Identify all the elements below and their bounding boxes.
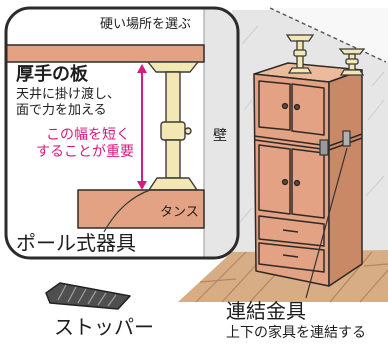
connector-desc: 上下の家具を連結する: [226, 324, 366, 341]
drawer-handle: [282, 229, 299, 233]
wardrobe-side: [328, 69, 363, 287]
drawer-top: [258, 215, 325, 247]
hatch-line: [241, 25, 259, 45]
hatch-line: [243, 99, 253, 111]
ridge-line: [87, 290, 97, 305]
gap-arrow-head-bottom: [137, 181, 147, 190]
pole-top-plate: [338, 48, 366, 55]
pole-lower-shaft: [165, 139, 181, 179]
unit-divider: [253, 133, 363, 147]
board-desc-line-1: 天井に掛け渡し、: [16, 86, 120, 102]
connector-front: [319, 139, 329, 156]
room-scene: [178, 7, 388, 303]
pole-base: [287, 67, 313, 74]
wall-hatching: [239, 25, 385, 223]
wardrobe-label: タンス: [160, 205, 199, 220]
inset-wall: [204, 8, 238, 258]
pole-joint: [293, 49, 307, 57]
door-knob: [281, 102, 289, 110]
hatch-line: [367, 99, 385, 121]
gap-arrow-head-top: [137, 64, 147, 73]
pole-foot: [148, 177, 198, 191]
door-knob: [281, 178, 289, 186]
pole-adjust-knob: [184, 127, 192, 135]
ridge-line: [67, 286, 77, 303]
stopper-ridges: [57, 284, 117, 307]
thick-board: [6, 44, 205, 63]
lower-door-right: [291, 148, 325, 219]
connector-leader-line: [305, 147, 348, 299]
unit-divider: [254, 137, 363, 151]
wall-label: 壁: [213, 128, 227, 144]
ridge-line: [77, 288, 87, 304]
stopper-label: ストッパー: [54, 315, 154, 339]
door-knob: [293, 103, 301, 111]
connector-fittings: [319, 130, 351, 156]
door-knob: [293, 179, 301, 187]
inset-frame: [4, 6, 240, 260]
plank-line: [199, 278, 237, 283]
board-desc-line-2: 面で力を加える: [16, 103, 107, 118]
pole-joint: [160, 121, 186, 141]
board-title: 厚手の板: [16, 63, 89, 85]
connector-title: 連結金具: [226, 299, 306, 323]
pole-joint: [345, 58, 359, 65]
upper-door-right: [291, 83, 325, 136]
plank-line: [195, 251, 247, 303]
upper-door-left: [258, 80, 291, 131]
pole-fixture-label: ポール式器具: [16, 231, 136, 255]
connector-side: [342, 130, 351, 147]
pole-base: [339, 69, 365, 76]
gap-note-line-1: この幅を短く: [46, 127, 130, 143]
stopper-body: [45, 282, 131, 310]
inset-wardrobe-top: [77, 189, 205, 229]
stopper: [45, 282, 131, 310]
pole-fixture-right: [338, 48, 366, 76]
hatch-line: [371, 71, 385, 87]
pole-top-plate: [285, 34, 315, 42]
gap-arrow: [137, 64, 147, 190]
pole-top-plate: [147, 61, 199, 73]
ridge-line: [107, 294, 117, 307]
top-note: 硬い場所を選ぶ: [100, 17, 191, 32]
wardrobe: [253, 62, 363, 287]
ridge-line: [57, 284, 67, 301]
ceiling-corner-line: [269, 7, 387, 63]
drawer-bottom: [258, 242, 325, 273]
hatch-line: [239, 207, 253, 223]
plank-line: [359, 269, 388, 303]
pole-fixture-left: [285, 34, 315, 74]
drawer-handle: [282, 254, 299, 258]
lower-door-left: [258, 144, 291, 215]
inset-pole-fixture: [147, 61, 199, 191]
pole-upper-shaft: [165, 71, 181, 125]
ridge-line: [97, 292, 107, 306]
plank-line: [329, 251, 373, 303]
plank-line: [363, 263, 388, 267]
hatch-line: [365, 175, 385, 197]
detail-inset: [4, 6, 240, 260]
pole-label-leader-line: [103, 189, 151, 233]
gap-note-line-2: することが重要: [36, 144, 134, 160]
inset-content: [6, 8, 238, 258]
